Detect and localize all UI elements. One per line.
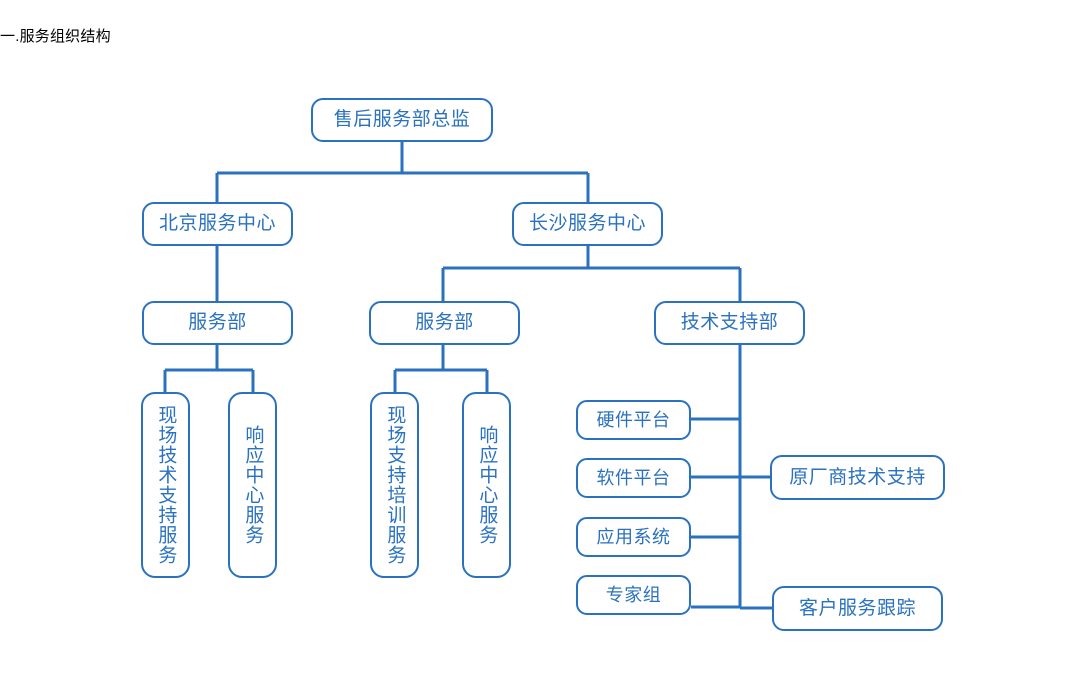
- node-cs-onsite-training-service[interactable]: 现场支持培训服务: [370, 392, 419, 578]
- node-changsha-service-dept[interactable]: 服务部: [369, 301, 520, 345]
- node-vendor-tech-support[interactable]: 原厂商技术支持: [770, 455, 945, 500]
- node-application-system[interactable]: 应用系统: [576, 517, 691, 557]
- node-cs-response-center-service[interactable]: 响应中心服务: [462, 392, 511, 578]
- node-software-platform[interactable]: 软件平台: [576, 458, 691, 498]
- node-root[interactable]: 售后服务部总监: [311, 98, 493, 142]
- page-title: 一.服务组织结构: [0, 28, 111, 45]
- node-beijing-service-dept[interactable]: 服务部: [142, 301, 293, 345]
- node-customer-service-tracking[interactable]: 客户服务跟踪: [772, 586, 943, 631]
- node-tech-support-dept[interactable]: 技术支持部: [654, 301, 805, 345]
- node-bj-response-center-service[interactable]: 响应中心服务: [228, 392, 277, 578]
- node-hardware-platform[interactable]: 硬件平台: [576, 400, 691, 440]
- node-changsha-service-center[interactable]: 长沙服务中心: [512, 202, 663, 246]
- node-expert-group[interactable]: 专家组: [576, 575, 691, 615]
- node-bj-onsite-tech-support-service[interactable]: 现场技术支持服务: [141, 392, 190, 578]
- node-beijing-service-center[interactable]: 北京服务中心: [142, 202, 293, 246]
